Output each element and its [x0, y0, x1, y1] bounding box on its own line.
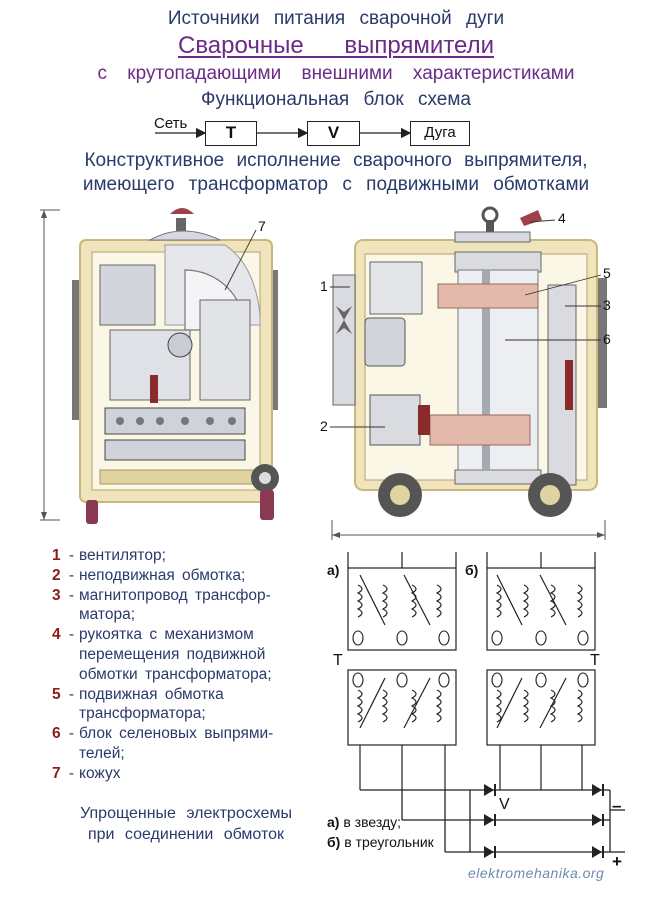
- legend-item: 6-блок селеновых выпрями- телей;: [52, 725, 274, 762]
- rectifier-side-view: [331, 206, 607, 540]
- winding-terminals: [352, 630, 589, 688]
- legend-item: 3-магнитопровод трансфор- матора;: [52, 586, 271, 624]
- callout-lines: [224, 219, 602, 428]
- legend-item: 2-неподвижная обмотка;: [52, 566, 246, 584]
- cooling-fins-left: [72, 270, 278, 420]
- header-line-4: Функциональная блок схема: [201, 89, 471, 110]
- fan-housing: [332, 274, 356, 406]
- rectifier-label: V: [499, 796, 510, 813]
- block-rectifier: V: [307, 121, 360, 146]
- moving-winding: [437, 283, 539, 309]
- plus-terminal: +: [612, 852, 622, 871]
- minus-terminal: –: [612, 796, 622, 815]
- transformer-label-left: T: [333, 652, 343, 669]
- scheme-b-label: б): [465, 562, 479, 578]
- callout-6: 6: [603, 331, 611, 347]
- scheme-a-label: а): [327, 562, 340, 578]
- block-transformer: T: [205, 121, 257, 146]
- handle-lever-side: [520, 210, 542, 226]
- legend-item: 1-вентилятор;: [52, 547, 166, 564]
- watermark: elektromehanika.org: [468, 865, 605, 881]
- rectifier-front-view: [40, 208, 279, 524]
- block-arc: Дуга: [410, 121, 470, 146]
- fixed-winding: [429, 414, 531, 446]
- callout-7: 7: [258, 218, 266, 234]
- header-line-1: Источники питания сварочной дуги: [167, 8, 505, 29]
- construction-title-2: имеющего трансформатор с подвижными обмо…: [82, 174, 590, 195]
- transformer-label-right: T: [590, 652, 600, 669]
- scheme-delta: [486, 552, 596, 790]
- construction-title-1: Конструктивное исполнение сварочного вып…: [84, 150, 588, 171]
- callout-2: 2: [320, 418, 328, 434]
- schemes-caption: Упрощенные электросхемы при соединении о…: [80, 805, 292, 843]
- fan-motor: [364, 317, 406, 367]
- legend-item: 5-подвижная обмотка трансформатора;: [52, 685, 224, 723]
- legend-item: 7-кожух: [52, 764, 121, 782]
- connection-kinds: а) в звезду; б) в треугольник: [327, 814, 434, 850]
- handle-knob-front: [170, 208, 194, 214]
- header-line-3: с крутопадающими внешними характеристика…: [97, 63, 575, 84]
- legend-list: 1-вентилятор; 2-неподвижная обмотка; 3-м…: [52, 546, 322, 784]
- header-main-title: Сварочные выпрямители: [177, 32, 494, 59]
- callout-3: 3: [603, 297, 611, 313]
- callout-1: 1: [320, 278, 328, 294]
- mains-label: Сеть: [154, 115, 188, 132]
- callout-5: 5: [603, 265, 611, 281]
- scheme-star: [347, 552, 457, 790]
- legend-item: 4-рукоятка с механизмом перемещения подв…: [52, 626, 272, 683]
- callout-4: 4: [558, 210, 566, 226]
- front-wheel-left: [86, 500, 98, 524]
- rectifier-diodes: [484, 784, 604, 858]
